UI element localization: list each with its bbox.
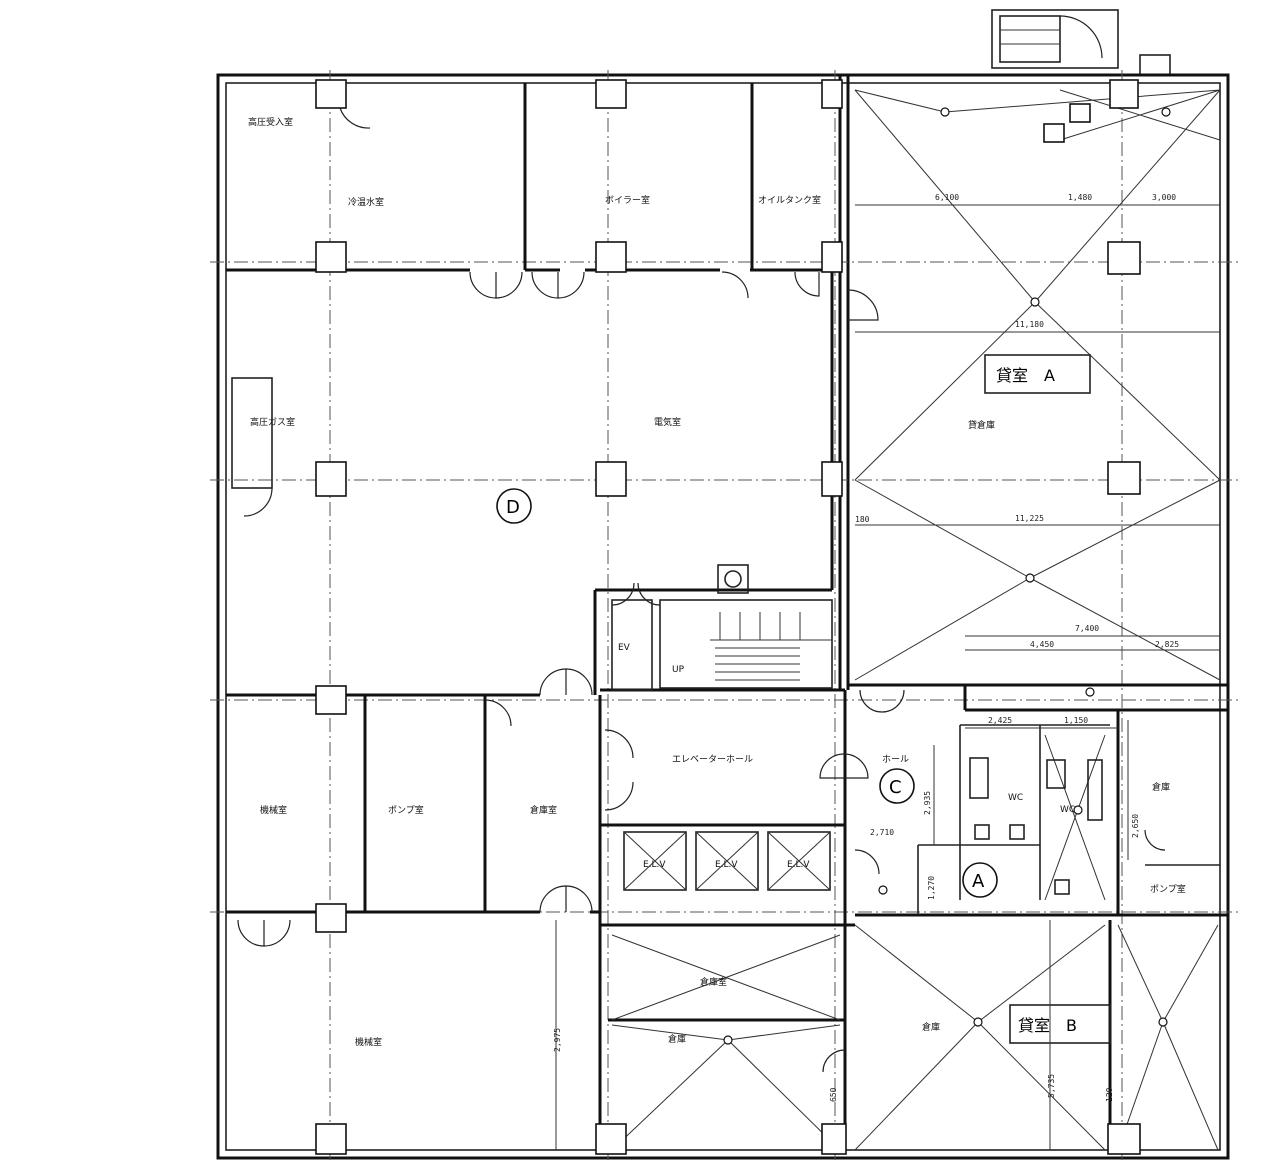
interior-walls (226, 83, 1228, 1150)
dim-text-4: 11,180 (1015, 320, 1044, 329)
dimension-texts: 6,100 1,480 3,000 11,180 11,225 7,400 4,… (553, 193, 1179, 1102)
void-diagonals (611, 89, 1221, 1151)
label-machine-room-left: 機械室 (260, 804, 287, 816)
marker-a-circle (962, 862, 998, 898)
room-labels: 高圧受入室 冷温水室 ボイラー室 オイルタンク室 高圧ガス室 電気室 機械室 ポ… (248, 116, 1186, 1048)
label-bottom-storage-room: 倉庫室 (700, 976, 727, 988)
dim-text-10: 1,150 (1064, 716, 1088, 725)
label-ev1: E.L.V (643, 860, 666, 870)
label-pump-room-right: ポンプ室 (1150, 883, 1186, 895)
grid-lines (210, 70, 1240, 1160)
dimension-lines (555, 204, 1220, 1150)
label-shaft: EV (618, 643, 631, 653)
label-tenant-a: 貸室 A (996, 366, 1055, 385)
label-wc2: WC (1060, 805, 1075, 815)
label-tenant-b: 貸室 B (1018, 1016, 1077, 1035)
dim-text-18: 180 (855, 515, 870, 524)
marker-d-circle (496, 488, 532, 524)
void-nodes (723, 107, 1171, 1045)
tenant-labels: 貸室 A 貸室 B (984, 354, 1111, 1044)
columns (315, 79, 1141, 1155)
label-pump-room: ポンプ室 (388, 804, 424, 816)
dim-text-3: 3,000 (1152, 193, 1176, 202)
label-boiler-room: ボイラー室 (605, 194, 650, 206)
area-markers: D C A (496, 488, 998, 898)
label-ev3: E.L.V (787, 860, 810, 870)
doors (237, 107, 1166, 1073)
dim-text-13: 1,270 (927, 876, 936, 900)
dim-text-17: 650 (829, 1087, 838, 1102)
stairs (659, 564, 833, 689)
label-wc1: WC (1008, 793, 1023, 803)
label-rental-storage: 貸倉庫 (968, 419, 995, 431)
roof-stair-tower (991, 9, 1171, 76)
elevators (623, 831, 831, 891)
label-electric-room: 電気室 (654, 416, 681, 428)
label-oil-tank-room: オイルタンク室 (758, 194, 821, 206)
label-ev2: E.L.V (715, 860, 738, 870)
dim-text-16: 5,735 (1047, 1074, 1056, 1098)
dim-text-11: 2,935 (923, 791, 932, 815)
dim-text-7: 4,450 (1030, 640, 1054, 649)
outer-walls (216, 73, 1230, 1160)
wc-fixtures (969, 757, 1103, 895)
label-up: UP (672, 665, 685, 675)
dim-text-1: 6,100 (935, 193, 959, 202)
label-high-voltage-room: 高圧受入室 (248, 116, 293, 128)
dim-text-6: 7,400 (1075, 624, 1099, 633)
marker-a-text: A (972, 871, 985, 892)
label-hall: ホール (882, 754, 909, 765)
dim-text-9: 2,425 (988, 716, 1012, 725)
marker-c-circle (879, 768, 915, 804)
marker-d-text: D (506, 497, 520, 518)
marker-c-text: C (889, 777, 902, 798)
dim-text-2: 1,480 (1068, 193, 1092, 202)
dim-text-5: 11,225 (1015, 514, 1044, 523)
label-bottom-storage: 倉庫 (668, 1033, 686, 1045)
label-right-storage: 倉庫 (1152, 781, 1170, 793)
dim-text-19: 120 (1105, 1087, 1114, 1102)
label-machine-room-bottom: 機械室 (355, 1036, 382, 1048)
dim-text-8: 2,825 (1155, 640, 1179, 649)
dim-text-15: 2,710 (870, 828, 894, 837)
label-elevator-hall: エレベーターホール (672, 754, 753, 765)
label-cold-water-room: 冷温水室 (348, 196, 384, 208)
label-bottom-right-storage: 倉庫 (922, 1021, 940, 1033)
label-gas-room: 高圧ガス室 (250, 416, 295, 428)
dim-text-12: 2,650 (1131, 814, 1140, 838)
dim-text-14: 2,975 (553, 1028, 562, 1052)
label-storage-mid: 倉庫室 (530, 804, 557, 816)
